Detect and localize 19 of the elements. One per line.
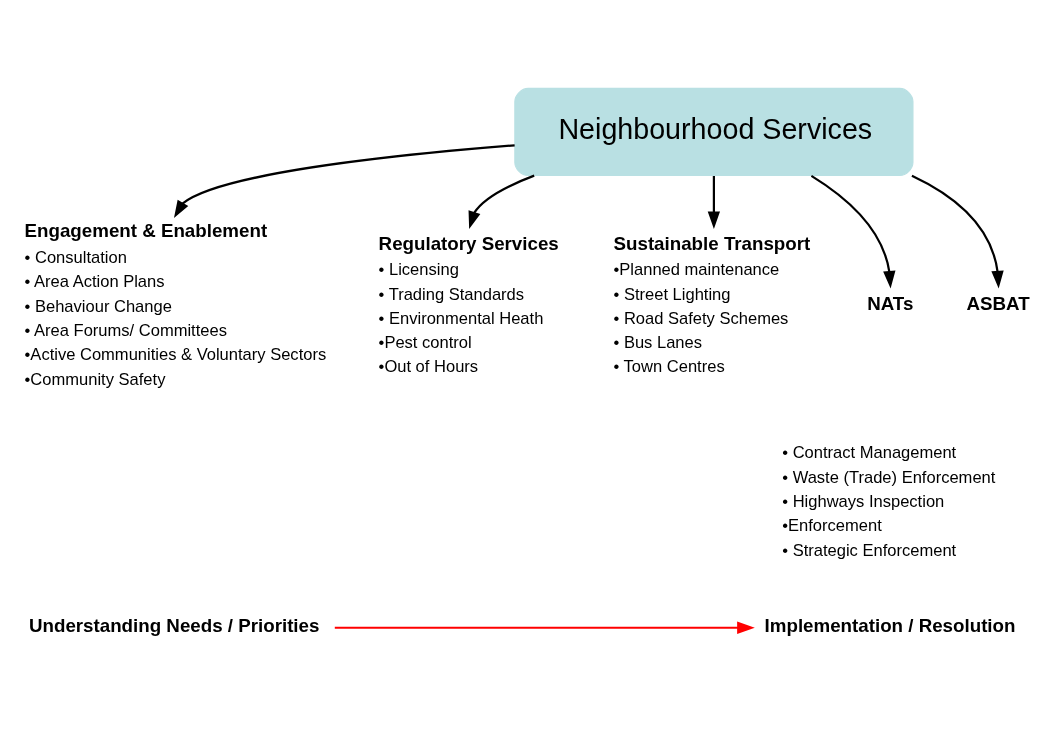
label: • Contract Management: [782, 443, 957, 463]
arrow: [911, 174, 1004, 289]
label: •Enforcement: [782, 516, 882, 536]
arrow: [810, 174, 896, 289]
arrow: [707, 175, 721, 230]
arrow: [468, 174, 535, 229]
label: • Strategic Enforcement: [782, 540, 957, 560]
node-text: Understanding Needs / Priorities: [28, 614, 320, 636]
node-text: NATs: [867, 293, 914, 315]
node-text: Engagement & Enablement • Consultation • Area Action Plans • Behaviour Change • Area Forums/ Committees •Active Communities & Voluntary Sectors •Community Safety: [24, 220, 327, 389]
label: • Waste (Trade) Enforcement: [782, 467, 996, 487]
node-text: ASBAT: [966, 293, 1030, 315]
node-box: Neighbourhood Services: [514, 87, 914, 177]
node-text: Implementation / Resolution: [764, 614, 1016, 636]
node-text: Regulatory Services • Licensing • Trading Standards • Environmental Heath •Pest control •Out of Hours: [378, 232, 559, 377]
arrow: [173, 144, 515, 219]
arrow: [334, 621, 755, 634]
node-text: Sustainable Transport •Planned maintenance • Street Lighting • Road Safety Schemes • Bus Lanes • Town Centres: [613, 232, 811, 377]
label: • Highways Inspection: [782, 491, 945, 511]
